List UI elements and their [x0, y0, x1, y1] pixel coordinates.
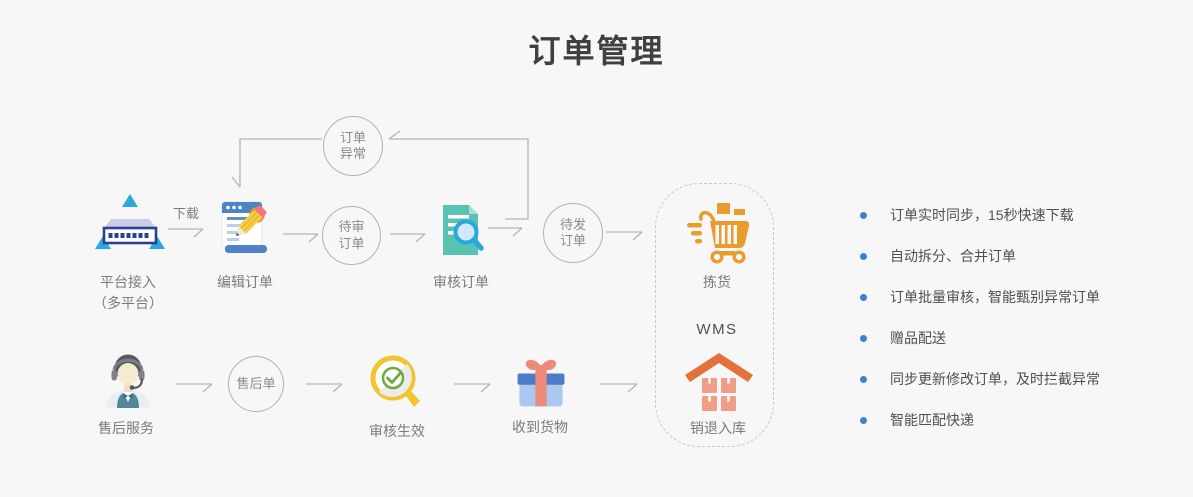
download-label: 下载 — [172, 206, 199, 221]
wms-label: WMS — [696, 321, 738, 338]
picking-cart-icon — [684, 196, 754, 266]
feature-text: 智能匹配快递 — [890, 412, 974, 428]
exception-line2: 异常 — [339, 146, 366, 161]
feature-item: 自动拆分、合并订单 — [860, 246, 1190, 266]
feature-item: 订单实时同步，15秒快速下载 — [860, 205, 1190, 225]
feature-item: 同步更新修改订单，及时拦截异常 — [860, 369, 1190, 389]
edit-order-label: 编辑订单 — [217, 274, 273, 290]
feature-text: 订单批量审核，智能甄别异常订单 — [890, 289, 1100, 305]
bullet-dot-icon — [860, 375, 867, 383]
loop-to-exception — [388, 130, 529, 220]
page-title: 订单管理 — [528, 33, 665, 69]
arrow-pending-to-review — [390, 233, 426, 243]
loop-exception-to-edit — [231, 138, 322, 188]
customer-service-agent-icon — [98, 346, 158, 408]
bullet-dot-icon — [860, 252, 867, 260]
arrow-download — [168, 228, 204, 238]
after-sale-service-label: 售后服务 — [98, 420, 154, 436]
arrow-edit-to-pending — [283, 233, 319, 243]
edit-order-document-pencil-icon — [217, 199, 273, 255]
platform-sublabel: （多平台） — [93, 295, 163, 311]
arrow-order-to-effective — [306, 383, 343, 393]
pending-review-line2: 订单 — [338, 235, 365, 251]
feature-text: 赠品配送 — [890, 330, 946, 346]
pending-ship-line1: 待发 — [559, 216, 586, 232]
arrow-ship-to-wms — [606, 231, 643, 241]
wms-panel — [655, 183, 774, 447]
pending-review-line1: 待审 — [338, 219, 365, 235]
arrow-goods-to-wms — [600, 383, 638, 393]
receive-goods-label: 收到货物 — [512, 419, 568, 435]
arrow-review-to-ship — [488, 227, 523, 237]
exception-line1: 订单 — [339, 129, 366, 145]
bullet-dot-icon — [860, 334, 867, 342]
feature-item: 智能匹配快递 — [860, 410, 1190, 430]
pending-ship-line2: 订单 — [559, 233, 586, 248]
feature-list: 订单实时同步，15秒快速下载 自动拆分、合并订单 订单批量审核，智能甄别异常订单… — [860, 205, 1190, 451]
feature-item: 订单批量审核，智能甄别异常订单 — [860, 287, 1190, 307]
order-exception-circle: 订单 异常 — [323, 116, 383, 176]
feature-item: 赠品配送 — [860, 328, 1190, 348]
picking-label: 拣货 — [703, 274, 731, 290]
sales-return-label: 销退入库 — [690, 420, 746, 436]
pending-review-circle: 待审 订单 — [322, 206, 381, 265]
feature-text: 自动拆分、合并订单 — [890, 248, 1016, 264]
bullet-dot-icon — [860, 416, 867, 424]
review-order-document-magnifier-icon — [433, 202, 489, 258]
review-effective-magnifier-check-icon — [366, 351, 430, 415]
feature-text: 同步更新修改订单，及时拦截异常 — [890, 371, 1100, 387]
sales-return-warehouse-icon — [683, 352, 755, 414]
review-order-label: 审核订单 — [433, 274, 489, 290]
arrow-effective-to-goods — [454, 383, 491, 393]
multi-platform-server-icon — [95, 192, 165, 254]
bullet-dot-icon — [860, 211, 867, 219]
platform-label: 平台接入 — [100, 274, 156, 290]
after-sale-order-label: 售后单 — [236, 375, 276, 391]
pending-ship-circle: 待发 订单 — [543, 203, 603, 263]
bullet-dot-icon — [860, 293, 867, 301]
after-sale-order-circle: 售后单 — [228, 356, 284, 412]
feature-text: 订单实时同步，15秒快速下载 — [890, 207, 1074, 223]
review-effective-label: 审核生效 — [369, 423, 425, 439]
arrow-service-to-order — [176, 383, 213, 393]
receive-goods-gift-icon — [511, 352, 571, 410]
